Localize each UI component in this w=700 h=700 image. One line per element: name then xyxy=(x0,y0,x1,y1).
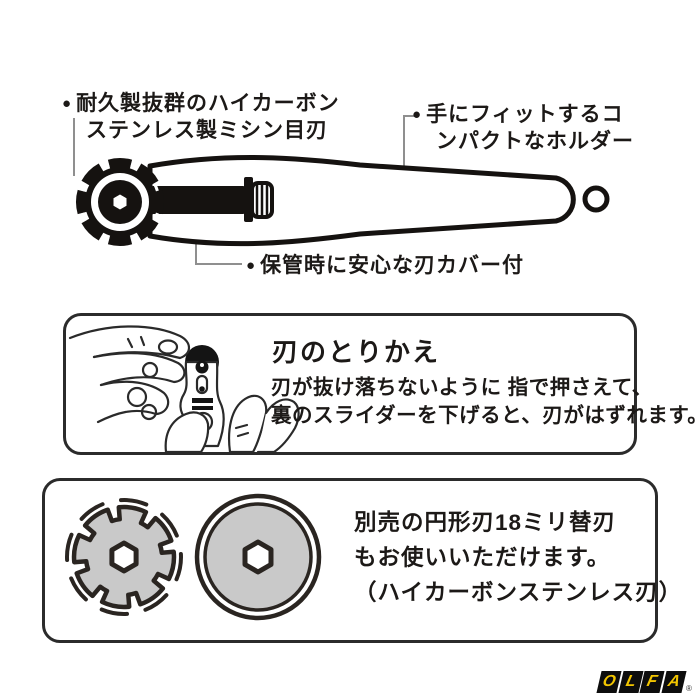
cutter-tool-drawing xyxy=(76,155,610,247)
lower-finger-2 xyxy=(256,398,300,454)
holder-hang-hole xyxy=(582,185,610,213)
callout-cover: ●保管時に安心な刃カバー付 xyxy=(246,252,524,279)
callout-blade-line2: ステンレス製ミシン目刃 xyxy=(86,119,328,142)
slider-knob-ribs xyxy=(255,185,269,215)
callout-blade-line1: ●耐久製抜群のハイカーボン xyxy=(62,92,340,115)
hub-hex-hole xyxy=(113,194,127,210)
blade-cover-slits xyxy=(81,163,159,241)
bullet-icon: ● xyxy=(412,106,423,123)
replacement-blades xyxy=(65,493,322,621)
optional-line2: もお使いいただけます。 xyxy=(354,545,611,570)
perforation-blade-outer-arcs xyxy=(65,498,183,616)
bullet-icon: ● xyxy=(62,95,73,112)
logo-letter: F xyxy=(645,673,659,690)
replace-box-title: 刃のとりかえ xyxy=(272,337,441,367)
olfa-logo: O L F A ® xyxy=(596,671,692,693)
optional-line3: （ハイカーボンステンレス刃） xyxy=(354,580,683,605)
callout-holder-line2: ンパクトなホルダー xyxy=(436,130,634,153)
leader-lines xyxy=(73,115,416,265)
registered-mark: ® xyxy=(686,684,692,693)
callout-cover-line: ●保管時に安心な刃カバー付 xyxy=(246,254,525,277)
thumb-crease-2 xyxy=(236,431,250,438)
callout-blade: ●耐久製抜群のハイカーボン ステンレス製ミシン目刃 xyxy=(62,90,340,144)
optional-box-text: 別売の円形刃18ミリ替刃 もお使いいただけます。 （ハイカーボンステンレス刃） xyxy=(354,505,682,610)
fingernail-4 xyxy=(140,403,158,421)
holder-body xyxy=(147,155,576,247)
leader-holder-callout xyxy=(403,115,416,172)
hand-illustration xyxy=(68,325,300,454)
perforation-blade-hex-hole xyxy=(109,540,139,574)
circular-blade-hex-hole xyxy=(242,539,274,575)
fingernail-3 xyxy=(126,386,148,408)
logo-letter: L xyxy=(623,673,638,690)
held-tool-slot-dot xyxy=(199,386,205,392)
logo-letter: A xyxy=(665,673,682,690)
fingernail-2 xyxy=(141,361,159,379)
upper-thumb xyxy=(96,380,170,424)
replace-body-line1: 刃が抜け落ちないように 指で押さえて、 xyxy=(271,376,653,399)
optional-line1: 別売の円形刃18ミリ替刃 xyxy=(354,510,617,535)
logo-letter: O xyxy=(600,673,618,690)
held-tool-pin-dot xyxy=(200,363,204,367)
thumb-crease-1 xyxy=(234,423,249,430)
held-tool-bar2 xyxy=(192,406,213,410)
leader-cover-callout xyxy=(195,243,242,265)
replace-body-line2: 裏のスライダーを下げると、刃がはずれます。 xyxy=(271,404,700,427)
bullet-icon: ● xyxy=(246,257,257,274)
logo-letter-box: F xyxy=(639,671,665,693)
lower-index-finger xyxy=(228,394,268,454)
lower-thumb xyxy=(164,411,210,454)
held-tool-bar1 xyxy=(192,398,213,403)
fingernail-1 xyxy=(157,339,179,355)
callout-holder-line1: ●手にフィットするコ xyxy=(412,103,624,126)
finger-crease-2 xyxy=(139,335,146,347)
logo-letter-box: A xyxy=(660,671,687,693)
callout-holder: ●手にフィットするコ ンパクトなホルダー xyxy=(412,101,634,155)
replace-box-body: 刃が抜け落ちないように 指で押さえて、 裏のスライダーを下げると、刃がはずれます… xyxy=(271,374,700,430)
slider-rod xyxy=(150,186,246,214)
held-tool-slot xyxy=(195,374,209,395)
finger-crease-1 xyxy=(126,337,134,349)
logo-letter-box: O xyxy=(596,671,622,693)
upper-finger-2 xyxy=(92,352,186,387)
